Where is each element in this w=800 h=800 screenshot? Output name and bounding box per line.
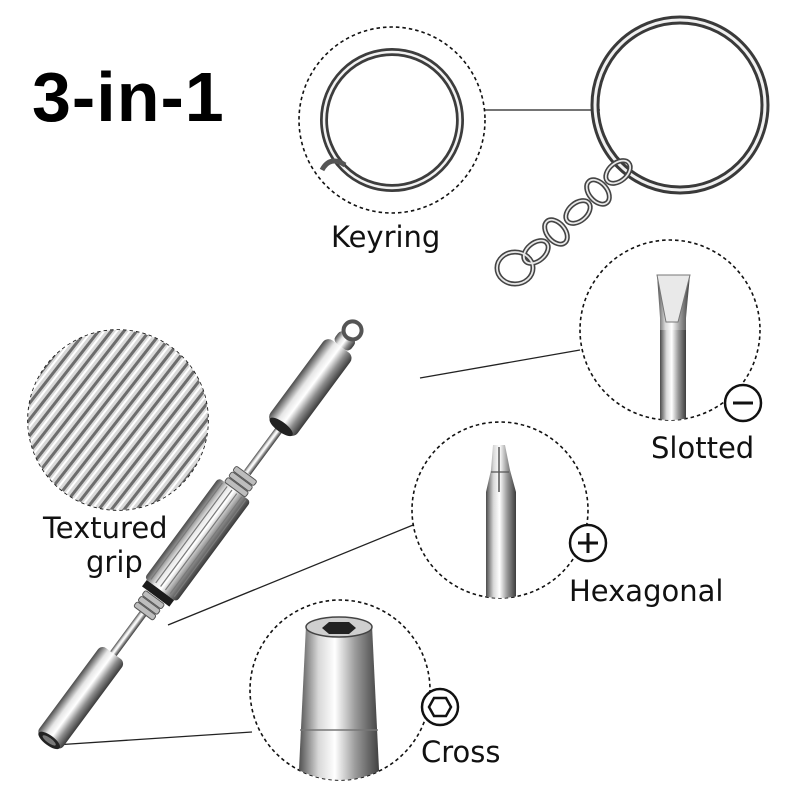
textured-grip-label-line2: grip [86,545,143,579]
keyring-callout [298,26,486,214]
hexagonal-label: Hexagonal [569,574,724,608]
keyring-label: Keyring [331,220,441,254]
slotted-label: Slotted [651,431,755,465]
cross-label: Cross [421,735,501,769]
keyring-ring [590,15,770,195]
cross-callout [249,599,460,781]
chain [494,158,633,287]
slotted-callout [579,239,763,423]
plus-circle-icon [568,523,608,563]
textured-grip-label-line1: Textured [43,511,168,545]
textured-grip-callout [27,329,209,511]
hexagon-circle-icon [420,687,460,727]
screwdriver [38,319,364,750]
hexagonal-callout [411,421,608,599]
minus-circle-icon [723,383,763,423]
title-heading: 3-in-1 [32,58,225,136]
leader-lines [54,109,600,746]
